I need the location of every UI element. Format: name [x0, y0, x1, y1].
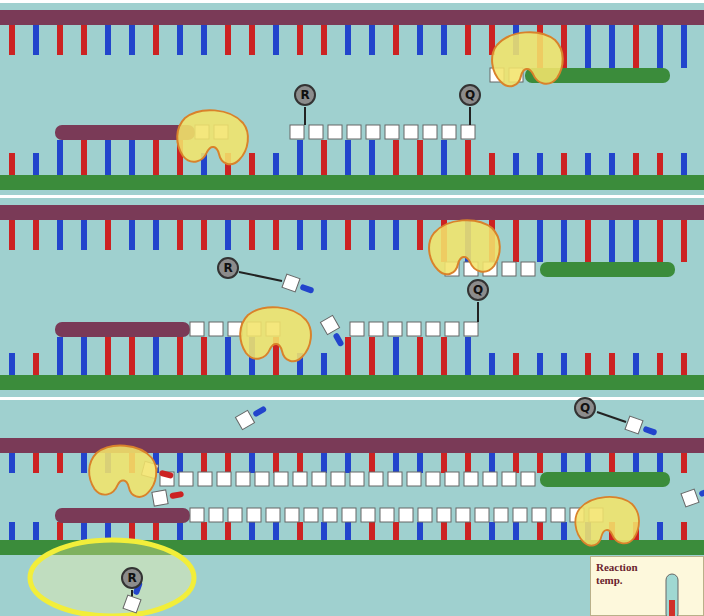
dye-linker — [597, 412, 626, 422]
cleaved-fragment — [152, 487, 185, 506]
panel-divider — [0, 397, 704, 400]
dye-linker — [469, 107, 471, 125]
polymerase — [429, 220, 500, 274]
cleaved-fragment — [282, 274, 316, 298]
reporter-dye: R — [217, 257, 239, 279]
primer — [55, 508, 190, 523]
polymerase — [89, 446, 156, 497]
dye-label: Q — [473, 284, 483, 296]
nucleotide-row — [190, 508, 603, 522]
highlight-ring — [30, 540, 194, 616]
quencher-dye: Q — [574, 397, 596, 419]
base-row — [9, 337, 687, 375]
dye-linker — [477, 302, 479, 322]
dye-label: Q — [580, 402, 590, 414]
dye-label: Q — [465, 89, 475, 101]
temperature-panel: Reaction temp. — [590, 556, 704, 616]
polymerase — [492, 32, 563, 86]
base-row — [9, 25, 687, 68]
dye-label: R — [223, 262, 232, 274]
polymerase — [177, 110, 248, 164]
primer — [55, 125, 195, 140]
dna-strand — [0, 205, 704, 220]
polymerase — [575, 497, 639, 546]
cleaved-fragment — [235, 402, 269, 430]
dna-strand — [0, 375, 704, 390]
base-row — [9, 220, 687, 262]
nucleotide-row — [350, 322, 478, 336]
polymerase — [240, 307, 311, 361]
reporter-dye: R — [121, 567, 143, 589]
cleaved-fragment — [681, 483, 704, 507]
dye-linker — [304, 107, 306, 125]
reporter-dye: R — [294, 84, 316, 106]
base-row — [9, 140, 687, 175]
cleaved-fragment — [320, 315, 348, 349]
dna-strand — [0, 10, 704, 25]
dye-linker — [239, 272, 282, 281]
quencher-dye: Q — [467, 279, 489, 301]
nucleotide-row — [290, 125, 475, 139]
panel-divider — [0, 195, 704, 198]
primer — [540, 472, 670, 487]
dna-strand — [0, 175, 704, 190]
panel-label: Reaction temp. — [596, 561, 662, 586]
panel-divider — [0, 0, 704, 3]
dye-label: R — [300, 89, 309, 101]
nucleotide-row — [160, 472, 535, 486]
quencher-dye: Q — [459, 84, 481, 106]
primer — [55, 322, 190, 337]
cleaved-fragment — [625, 416, 659, 440]
primer — [540, 262, 675, 277]
dye-label: R — [127, 572, 136, 584]
